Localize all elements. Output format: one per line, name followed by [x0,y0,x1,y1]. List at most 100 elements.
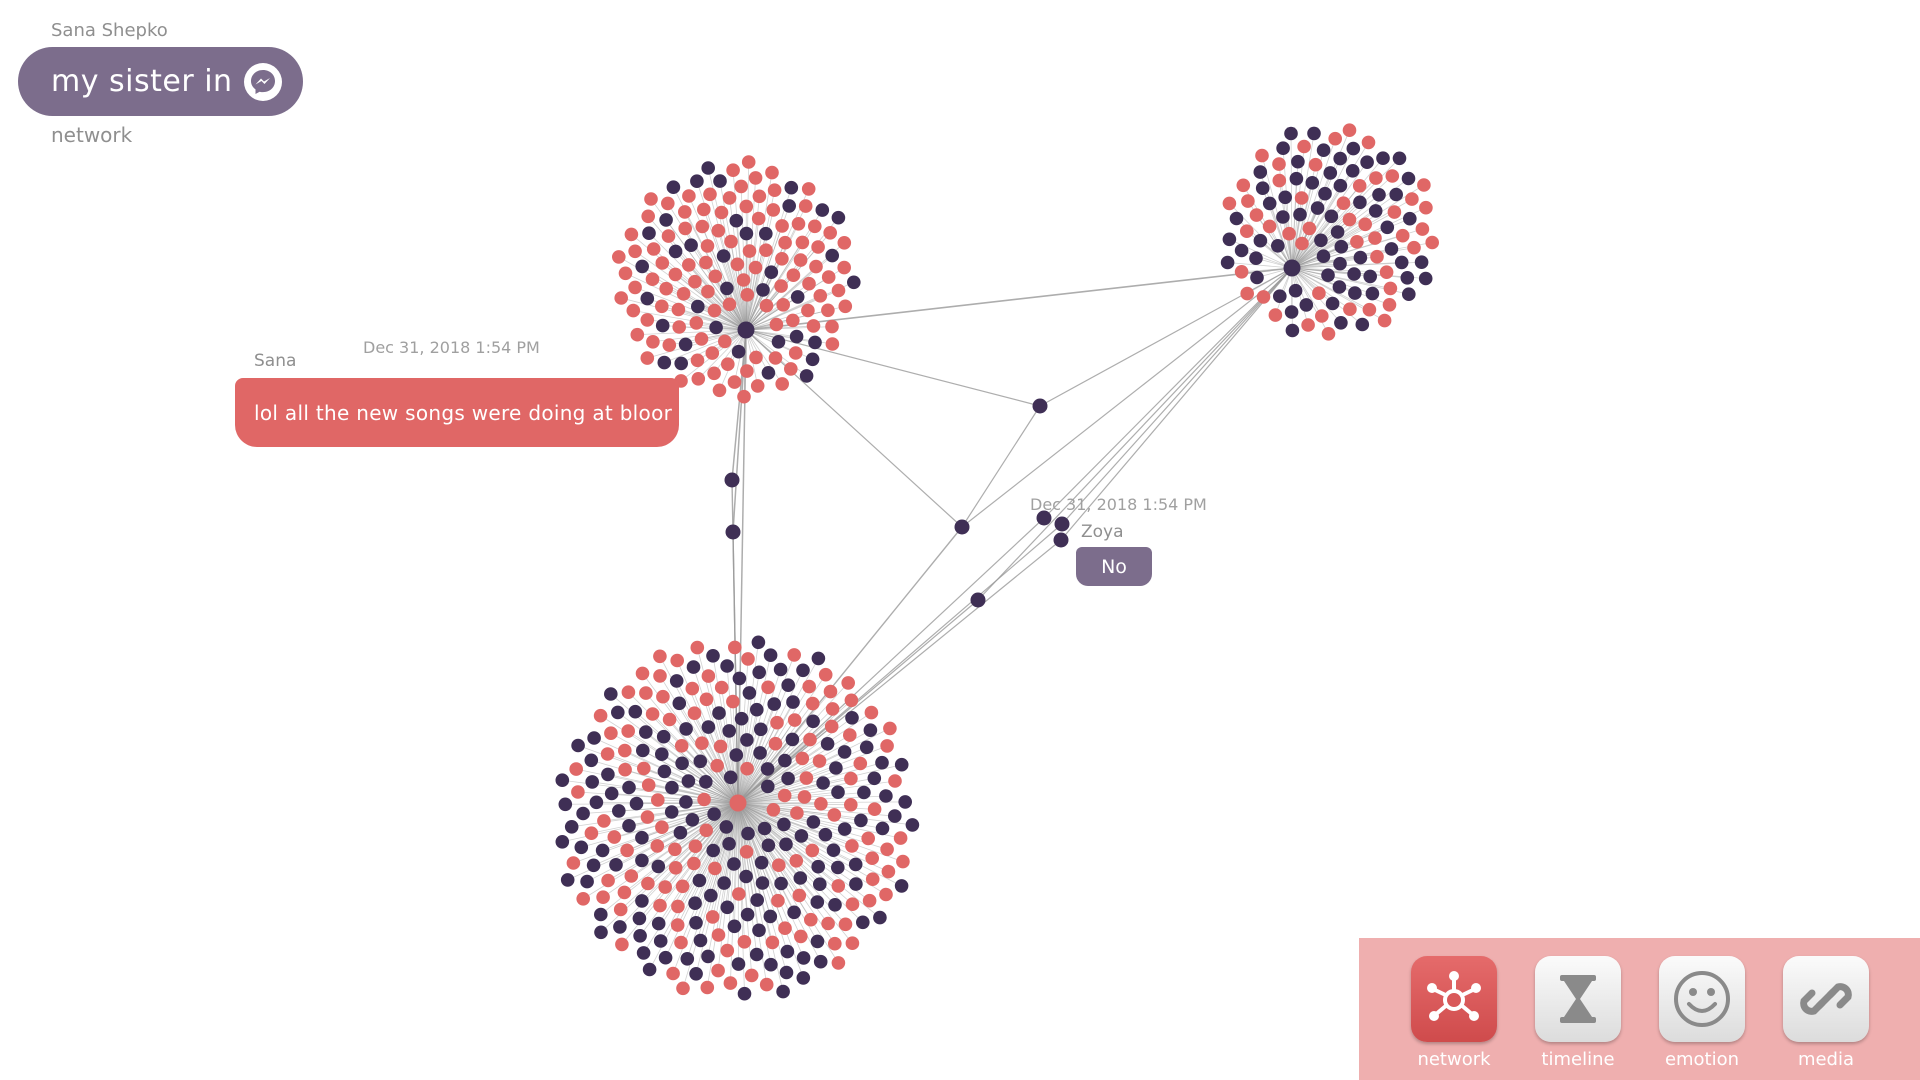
message-node[interactable] [671,899,685,914]
message-node[interactable] [829,761,843,775]
message-node[interactable] [1253,233,1268,248]
message-node[interactable] [1325,296,1340,311]
message-node[interactable] [779,837,793,852]
message-node[interactable] [759,226,773,241]
message-node[interactable] [1328,131,1342,146]
message-node[interactable] [1324,209,1339,224]
message-node[interactable] [782,199,796,213]
message-node[interactable] [748,171,763,185]
message-node[interactable] [790,806,804,820]
message-node[interactable] [674,935,688,950]
message-node[interactable] [701,284,715,299]
message-node[interactable] [685,681,700,696]
message-node[interactable] [1332,280,1347,294]
message-node[interactable] [761,779,775,794]
message-node[interactable] [750,702,764,717]
message-node[interactable] [1334,239,1349,254]
message-node[interactable] [740,907,755,922]
message-node[interactable] [645,707,660,721]
message-node[interactable] [697,792,711,807]
message-node[interactable] [700,239,715,253]
message-node[interactable] [739,869,753,884]
message-node[interactable] [1294,191,1309,205]
message-node[interactable] [569,762,583,776]
message-node[interactable] [1305,176,1320,190]
message-node[interactable] [693,754,708,769]
message-node[interactable] [1377,313,1392,328]
message-node[interactable] [826,843,841,857]
message-node[interactable] [729,213,744,228]
message-node[interactable] [770,715,784,730]
message-node[interactable] [594,907,608,922]
message-node[interactable] [765,935,780,950]
message-node[interactable] [701,949,715,964]
message-node[interactable] [717,876,731,890]
message-node[interactable] [642,962,657,977]
message-node[interactable] [653,649,667,664]
message-node[interactable] [691,299,705,314]
message-node[interactable] [1384,242,1399,256]
message-node[interactable] [624,869,639,883]
message-node[interactable] [651,793,665,807]
message-node[interactable] [1036,510,1052,526]
message-node[interactable] [1053,532,1069,548]
message-node[interactable] [675,756,689,771]
message-node[interactable] [701,720,716,734]
message-node[interactable] [723,976,738,990]
message-node[interactable] [831,860,845,875]
message-node[interactable] [788,346,803,360]
message-node[interactable] [873,910,887,925]
message-node[interactable] [879,789,893,803]
message-node[interactable] [837,260,851,275]
message-node[interactable] [796,663,810,678]
message-node[interactable] [803,732,817,747]
message-node[interactable] [668,842,682,857]
message-node[interactable] [1392,151,1407,166]
message-node[interactable] [713,174,727,188]
message-node[interactable] [584,826,599,840]
message-node[interactable] [646,335,660,349]
message-node[interactable] [827,808,842,822]
message-node[interactable] [722,297,737,312]
message-node[interactable] [867,802,882,816]
message-node[interactable] [754,855,769,870]
message-node[interactable] [727,375,742,389]
message-node[interactable] [845,839,859,853]
message-node[interactable] [711,928,726,942]
message-node[interactable] [761,366,776,380]
message-node[interactable] [644,192,658,206]
message-node[interactable] [1362,302,1377,317]
message-node[interactable] [655,318,670,333]
message-node[interactable] [1282,226,1296,241]
message-node[interactable] [838,917,853,932]
message-node[interactable] [1383,281,1398,296]
message-node[interactable] [672,696,687,711]
message-node[interactable] [792,888,807,903]
message-node[interactable] [701,161,715,175]
message-node[interactable] [815,203,830,217]
message-node[interactable] [1284,126,1298,141]
message-node[interactable] [726,694,740,709]
message-node[interactable] [658,950,673,965]
message-node[interactable] [655,820,669,834]
message-node[interactable] [794,929,808,944]
message-node[interactable] [655,256,670,270]
message-node[interactable] [740,733,754,747]
message-node[interactable] [636,946,651,960]
message-node[interactable] [821,270,836,284]
message-node[interactable] [759,977,774,992]
message-node[interactable] [1395,228,1410,243]
message-node[interactable] [740,364,754,378]
message-node[interactable] [810,934,825,949]
message-node[interactable] [844,771,858,786]
message-node[interactable] [709,320,723,335]
message-node[interactable] [798,199,813,213]
message-node[interactable] [748,260,763,275]
message-node[interactable] [849,877,863,891]
message-node[interactable] [845,936,860,950]
message-node[interactable] [772,858,786,872]
message-node[interactable] [1407,240,1421,255]
message-node[interactable] [825,337,840,351]
message-node[interactable] [699,692,714,707]
